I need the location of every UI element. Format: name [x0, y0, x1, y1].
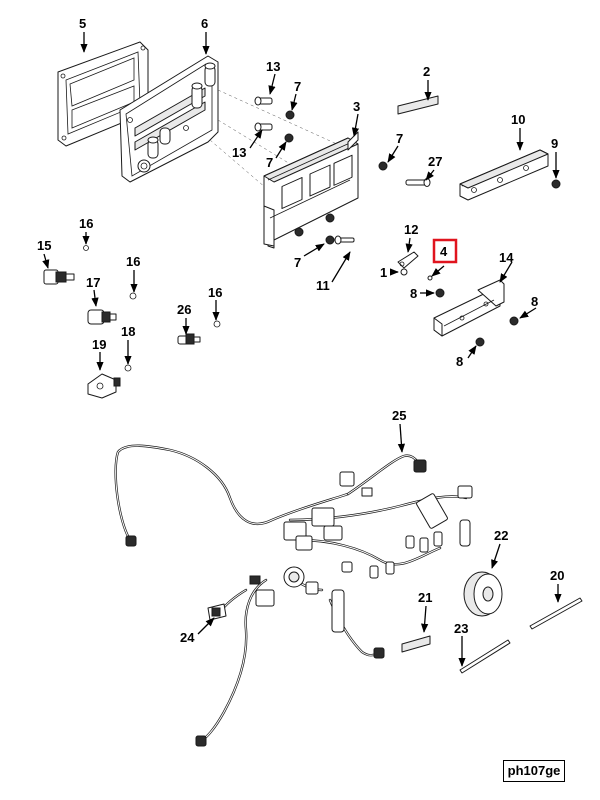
part-13-screw-lower[interactable] — [254, 122, 273, 132]
callout-9: 9 — [551, 136, 558, 151]
callout-7-c: 7 — [396, 131, 403, 146]
part-17-sensor[interactable] — [87, 309, 117, 325]
callout-22: 22 — [494, 528, 508, 543]
part-2-label[interactable] — [397, 95, 439, 115]
part-12-clamp[interactable] — [397, 251, 419, 269]
part-22-tape-roll[interactable] — [463, 571, 503, 617]
callout-10: 10 — [511, 112, 525, 127]
part-14-bracket[interactable] — [433, 279, 505, 337]
callout-8-c: 8 — [456, 354, 463, 369]
part-20-rod[interactable] — [529, 597, 583, 630]
callout-6: 6 — [201, 16, 208, 31]
callout-13-upper: 13 — [266, 59, 280, 74]
part-16-o-ring-b[interactable] — [129, 292, 137, 300]
callout-27: 27 — [428, 154, 442, 169]
callout-21: 21 — [418, 590, 432, 605]
callout-1: 1 — [380, 265, 387, 280]
callout-leaders — [42, 32, 562, 667]
callout-4: 4 — [440, 244, 448, 259]
callout-17: 17 — [86, 275, 100, 290]
callout-15: 15 — [37, 238, 51, 253]
part-8-nut-b[interactable] — [509, 316, 519, 326]
part-23-strip[interactable] — [459, 639, 511, 674]
callout-14: 14 — [499, 250, 514, 265]
callout-8-b: 8 — [531, 294, 538, 309]
callout-16-b: 16 — [126, 254, 140, 269]
callout-18: 18 — [121, 324, 135, 339]
part-8-nut-c[interactable] — [475, 337, 485, 347]
part-24-connector[interactable] — [207, 603, 227, 621]
callout-numbers: 5 6 13 7 2 3 13 7 7 10 9 27 12 1 4 8 7 1… — [37, 16, 564, 645]
part-1-washer[interactable] — [400, 268, 408, 276]
callout-7-d: 7 — [294, 255, 301, 270]
alignment-lines — [209, 89, 351, 201]
part-15-sensor[interactable] — [43, 269, 75, 285]
callout-11: 11 — [316, 278, 330, 293]
part-16-o-ring-a[interactable] — [83, 245, 89, 251]
part-4-screw[interactable] — [427, 275, 433, 281]
part-8-nut-a[interactable] — [435, 288, 445, 298]
callout-19: 19 — [92, 337, 106, 352]
callout-13-lower: 13 — [232, 145, 246, 160]
part-19-sensor[interactable] — [87, 373, 121, 399]
part-7-grommet-d[interactable] — [325, 235, 335, 245]
part-7-grommet-a[interactable] — [285, 110, 295, 120]
part-10-rail-bracket[interactable] — [459, 149, 549, 201]
callout-26: 26 — [177, 302, 191, 317]
callout-16-a: 16 — [79, 216, 93, 231]
part-7-grommet-b[interactable] — [284, 133, 294, 143]
callout-25: 25 — [392, 408, 406, 423]
callout-16-c: 16 — [208, 285, 222, 300]
part-18-o-ring[interactable] — [124, 364, 132, 372]
callout-8-a: 8 — [410, 286, 417, 301]
callout-7-b: 7 — [266, 155, 273, 170]
callout-20: 20 — [550, 568, 564, 583]
callout-3: 3 — [353, 99, 360, 114]
part-7-grommet-c[interactable] — [378, 161, 388, 171]
figure-id-label: ph107ge — [503, 760, 565, 782]
callout-12: 12 — [404, 222, 418, 237]
callout-7-a: 7 — [294, 79, 301, 94]
callout-5: 5 — [79, 16, 86, 31]
part-11-bolt[interactable] — [334, 235, 355, 245]
callout-2: 2 — [423, 64, 430, 79]
highlight-box-callout-4 — [432, 238, 458, 264]
part-3-control-module[interactable] — [263, 131, 359, 249]
callout-24: 24 — [180, 630, 195, 645]
part-21-label[interactable] — [401, 635, 431, 653]
part-16-o-ring-c[interactable] — [213, 320, 221, 328]
wiring-harness[interactable] — [114, 444, 473, 747]
part-9-nut[interactable] — [551, 179, 561, 189]
part-26-sensor[interactable] — [177, 333, 201, 345]
part-13-screw-upper[interactable] — [254, 96, 273, 106]
part-6-mounting-plate[interactable] — [119, 55, 219, 183]
callout-23: 23 — [454, 621, 468, 636]
